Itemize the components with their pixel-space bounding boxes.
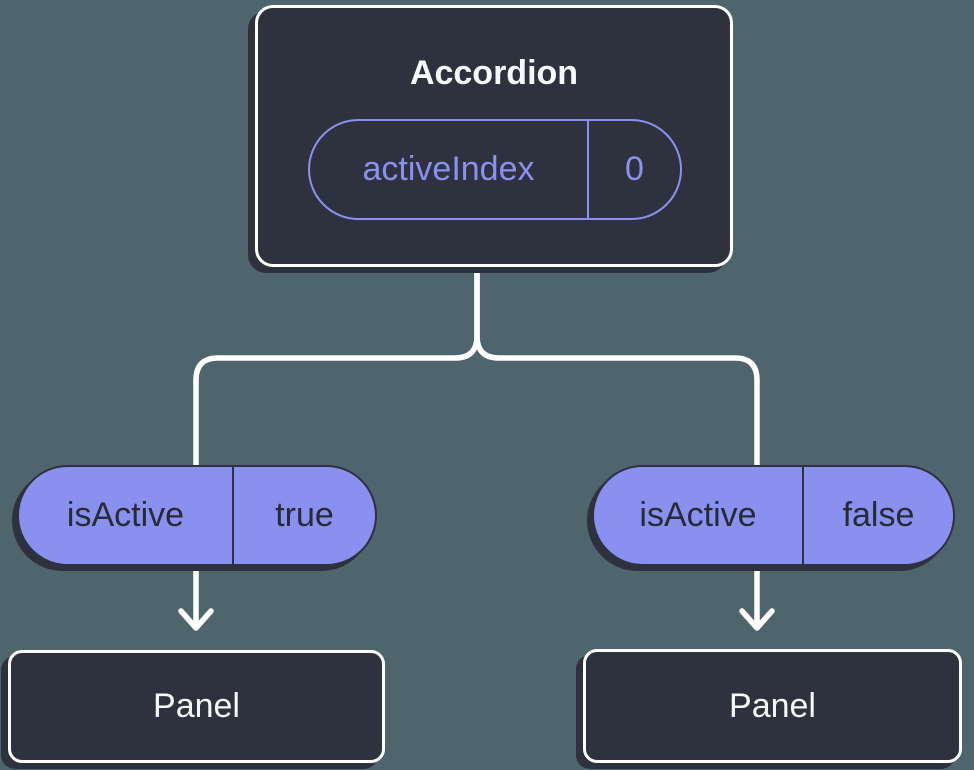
prop-pill-name: isActive <box>594 467 804 564</box>
accordion-node: Accordion activeIndex 0 <box>255 5 733 267</box>
tree-branch-right <box>474 257 760 629</box>
state-pill-active-index: activeIndex 0 <box>308 119 682 220</box>
prop-pill-value: false <box>842 496 915 534</box>
state-pill-name: activeIndex <box>310 121 589 218</box>
panel-node-left: Panel <box>8 650 385 763</box>
prop-pill-name: isActive <box>19 467 234 564</box>
accordion-node-title: Accordion <box>409 54 579 92</box>
prop-pill-right: isActive false <box>592 465 955 566</box>
arrow-down-right-icon <box>739 608 775 631</box>
panel-node-right: Panel <box>583 649 962 763</box>
tree-branch-left <box>193 257 480 629</box>
arrow-down-left-icon <box>178 608 214 631</box>
prop-pill-value: true <box>275 496 334 534</box>
prop-pill-left: isActive true <box>17 465 377 566</box>
state-pill-value: 0 <box>625 150 644 188</box>
